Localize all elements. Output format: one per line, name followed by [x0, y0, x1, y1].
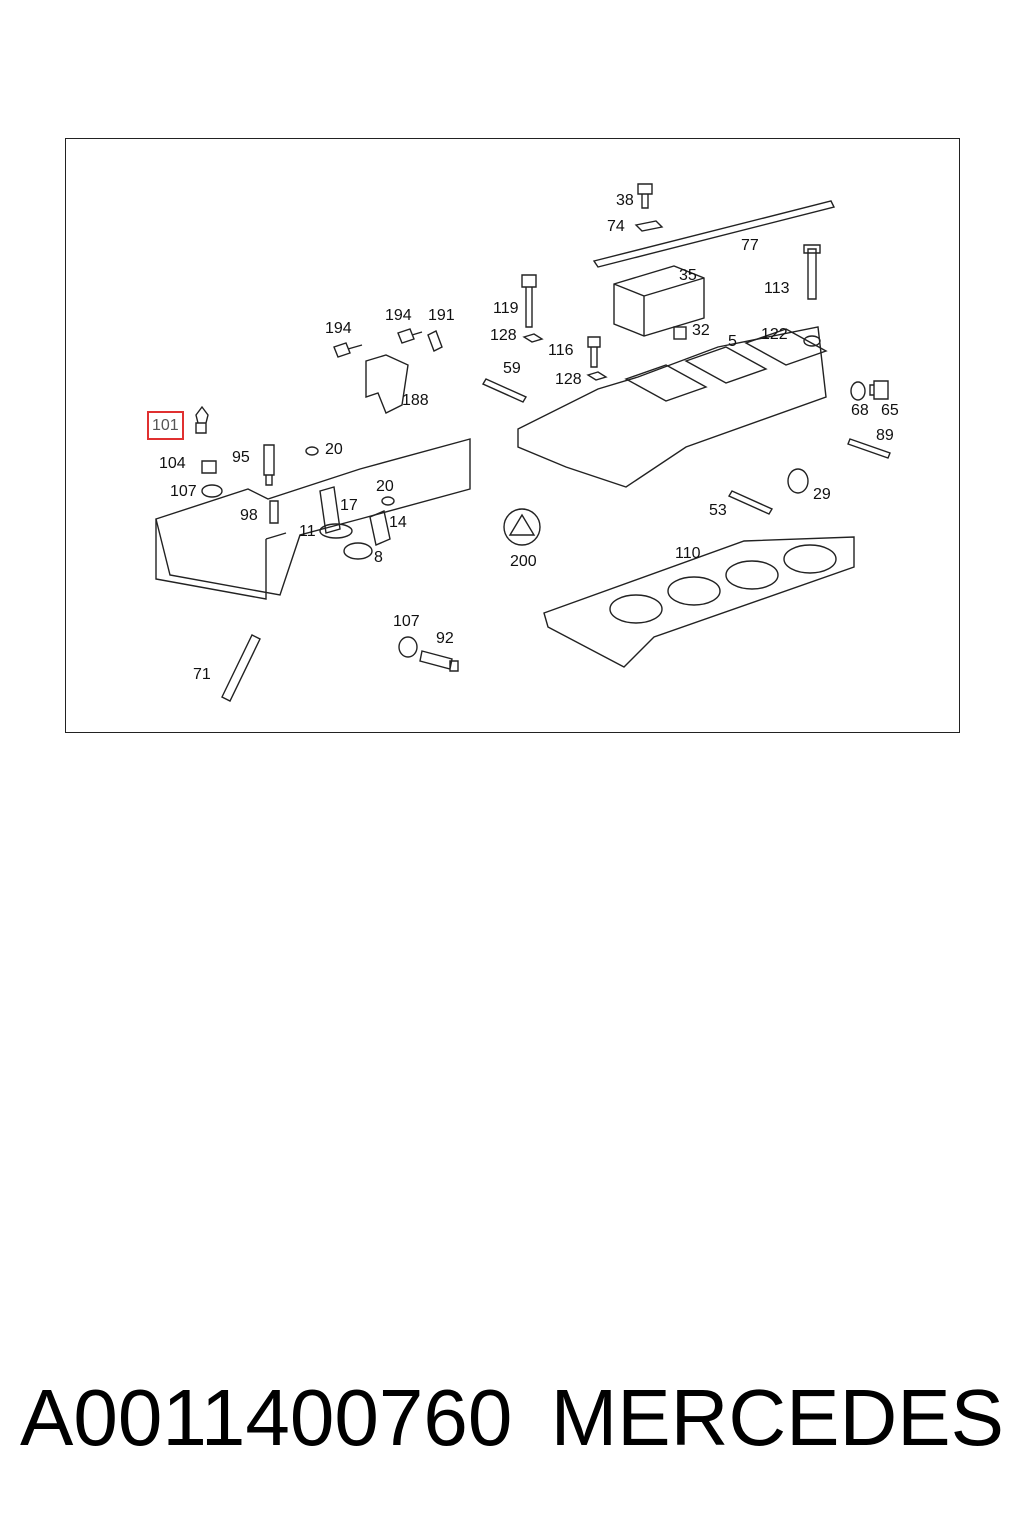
callout-113: 113	[764, 280, 790, 297]
bolt-113	[803, 244, 821, 300]
camshaft-housing	[155, 438, 471, 596]
bracket-191	[427, 330, 443, 352]
callout-59: 59	[503, 360, 521, 377]
callout-77: 77	[741, 237, 759, 254]
callout-71: 71	[193, 666, 211, 683]
sensor-95	[263, 444, 275, 486]
callout-116: 116	[548, 342, 574, 359]
callout-14: 14	[389, 514, 407, 531]
clip-20a	[305, 446, 319, 456]
stud-53	[727, 490, 774, 515]
callout-128b: 128	[555, 371, 582, 388]
callout-107b: 107	[393, 613, 420, 630]
washer-128b	[586, 371, 608, 381]
callout-188: 188	[402, 392, 429, 409]
callout-29: 29	[813, 486, 831, 503]
stud-89	[847, 438, 891, 459]
plug-29	[787, 468, 809, 494]
callout-32: 32	[692, 322, 710, 339]
clip-20b	[381, 496, 395, 506]
callout-53: 53	[709, 502, 727, 519]
callout-110: 110	[675, 545, 701, 562]
washer-107b	[398, 636, 418, 658]
stud-59	[481, 378, 528, 403]
fitting-101	[195, 405, 209, 434]
brand-name: MERCEDES	[550, 1373, 1004, 1462]
callout-68: 68	[851, 402, 869, 419]
callout-20b: 20	[376, 478, 394, 495]
callout-17: 17	[340, 497, 358, 514]
cylinder-head	[517, 326, 827, 488]
part-number: A0011400760	[20, 1373, 513, 1462]
callout-107a: 107	[170, 483, 197, 500]
bolt-194b	[397, 328, 423, 344]
callout-119: 119	[493, 300, 519, 317]
callout-35: 35	[679, 267, 697, 284]
bracket-35	[613, 265, 705, 337]
callout-95: 95	[232, 449, 250, 466]
callout-65: 65	[881, 402, 899, 419]
bolt-38	[637, 183, 653, 209]
callout-194a: 194	[325, 320, 352, 337]
callout-200: 200	[510, 553, 537, 570]
diagram-frame	[65, 138, 960, 733]
parts-drawing	[155, 183, 891, 702]
sleeve-17	[319, 486, 341, 534]
plug-104	[201, 460, 217, 474]
tube-71	[221, 634, 261, 702]
callout-38: 38	[616, 192, 634, 209]
sleeve-14	[369, 510, 391, 546]
callout-11: 11	[299, 523, 316, 540]
washer-128a	[522, 333, 544, 343]
callout-20a: 20	[325, 441, 343, 458]
bolt-116	[587, 336, 601, 368]
callout-5: 5	[728, 333, 737, 350]
callout-104: 104	[159, 455, 186, 472]
rail-77	[592, 200, 836, 268]
footer: A0011400760 MERCEDES	[20, 1372, 1004, 1462]
gasket-110	[543, 536, 855, 668]
seal-68	[850, 381, 866, 401]
fitting-92	[419, 650, 459, 672]
seal-8	[343, 542, 373, 560]
bracket-74	[634, 220, 664, 232]
sleeve-32	[673, 326, 687, 340]
callout-194b: 194	[385, 307, 412, 324]
seal-11	[319, 523, 353, 539]
callout-89: 89	[876, 427, 894, 444]
washer-107a	[201, 484, 223, 498]
callout-101-highlighted: 101	[147, 411, 184, 440]
callout-92: 92	[436, 630, 454, 647]
plug-65	[869, 380, 889, 400]
bracket-188	[365, 354, 409, 414]
callout-98: 98	[240, 507, 258, 524]
callout-8: 8	[374, 549, 383, 566]
bolt-194a	[333, 342, 363, 358]
callout-128a: 128	[490, 327, 517, 344]
sensor-98	[269, 500, 279, 524]
callout-122: 122	[761, 326, 788, 343]
callout-191: 191	[428, 307, 455, 324]
bolt-119	[521, 274, 537, 328]
plate-200	[503, 508, 541, 546]
callout-74: 74	[607, 218, 625, 235]
